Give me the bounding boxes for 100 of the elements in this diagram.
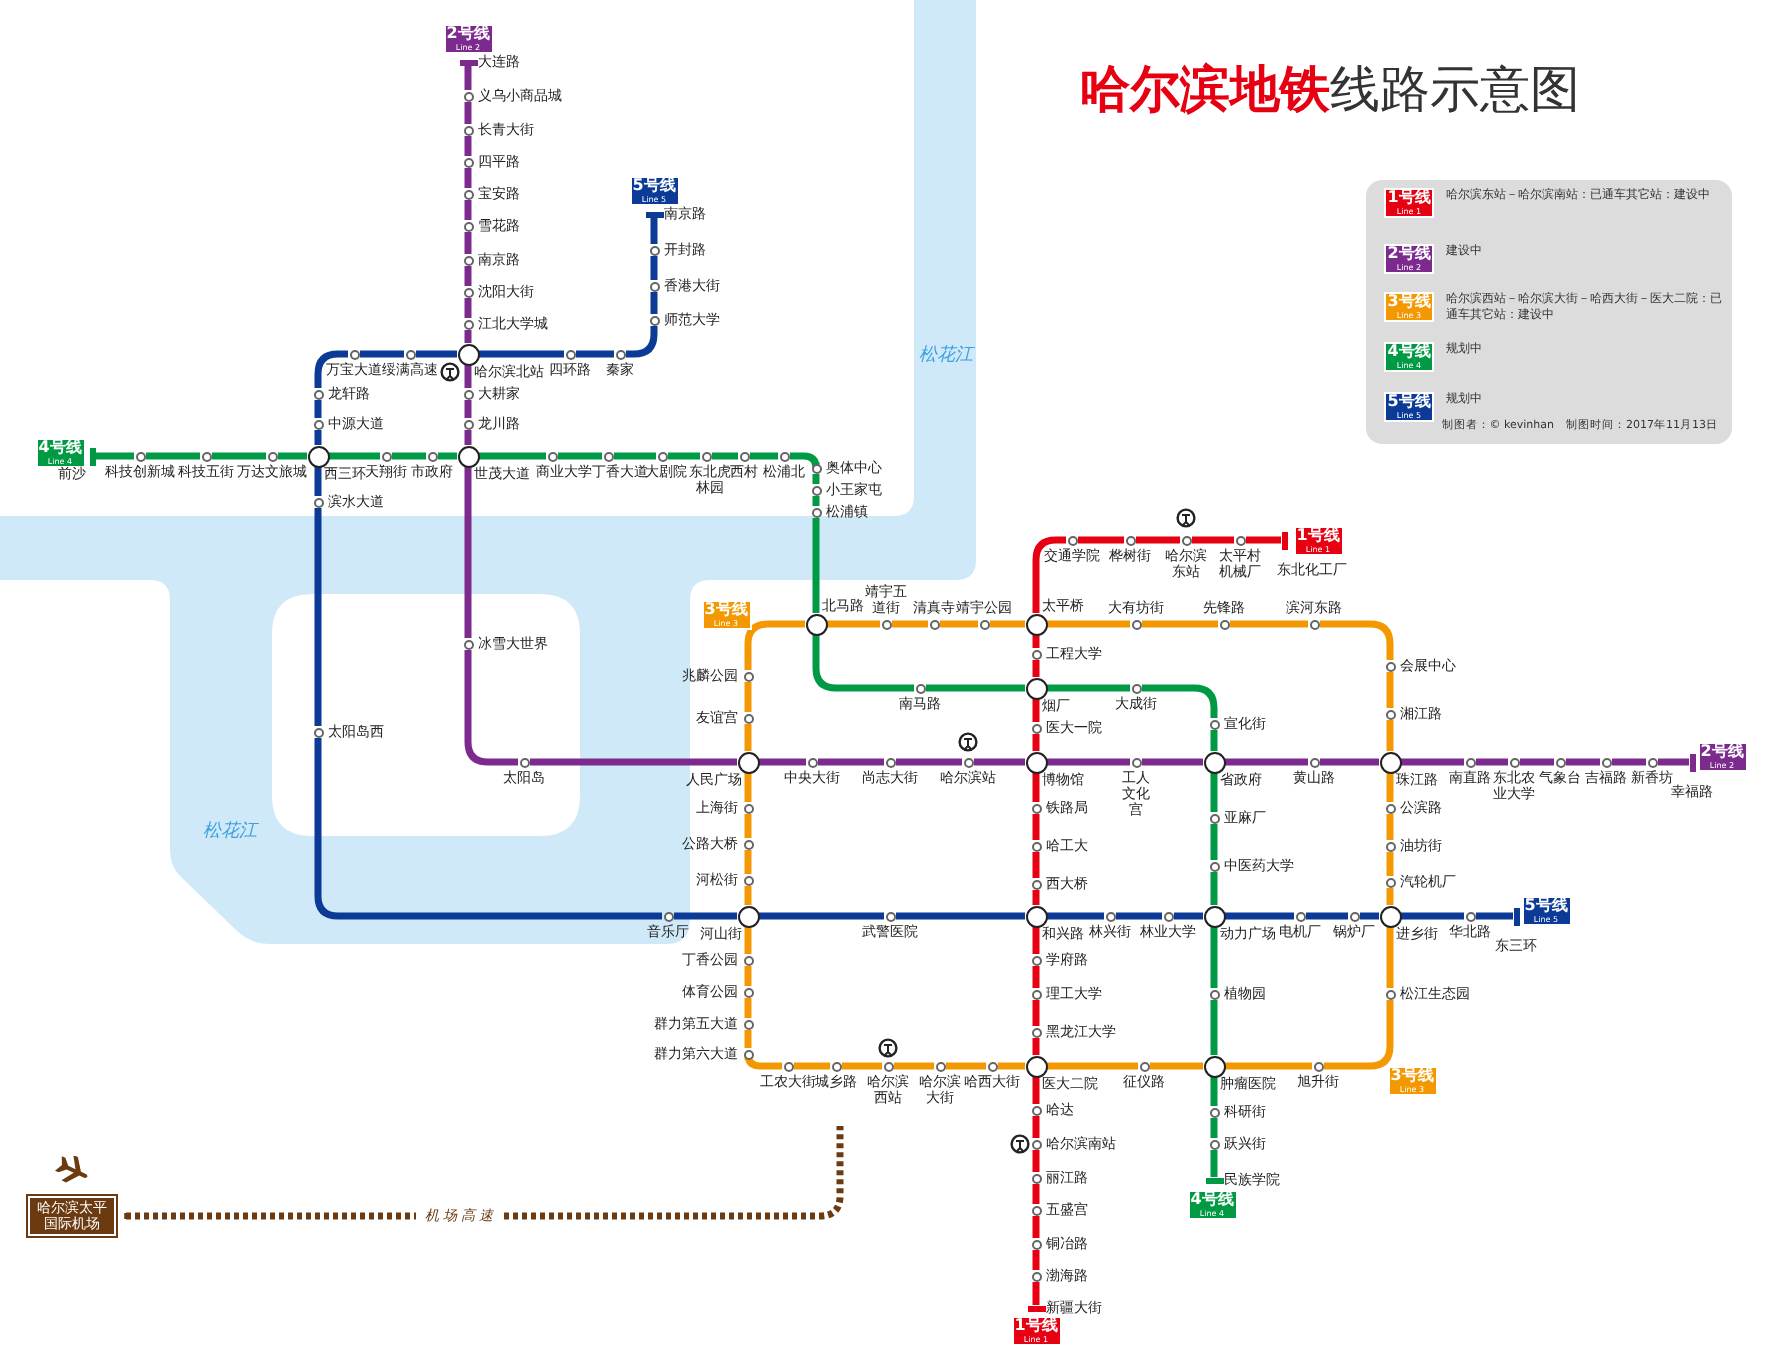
- metro-line-segment: [479, 452, 546, 460]
- station-dot: [811, 507, 821, 517]
- station-dot: [881, 619, 891, 629]
- station-dot: [979, 619, 989, 629]
- transfer-station-circle: [1025, 905, 1047, 927]
- metro-line-segment: [416, 350, 457, 358]
- transfer-station-circle: [737, 751, 759, 773]
- metro-line-segment: [712, 452, 738, 460]
- metro-line-segment: [314, 400, 322, 418]
- station-dot: [1031, 649, 1041, 659]
- station-dot: [1385, 989, 1395, 999]
- station-dot: [201, 451, 211, 461]
- metro-line-segment: [614, 452, 656, 460]
- metro-line-segment: [1032, 814, 1040, 840]
- metro-line-segment: [1306, 912, 1348, 920]
- station-dot: [463, 221, 473, 231]
- metro-line-segment: [1225, 1062, 1312, 1070]
- station-dot: [649, 315, 659, 325]
- metro-line-segment: [744, 620, 805, 670]
- station-dot: [701, 451, 711, 461]
- station-dot: [1313, 1061, 1323, 1071]
- metro-line-segment: [1174, 912, 1203, 920]
- station-dot: [1125, 535, 1135, 545]
- station-dot: [1209, 861, 1219, 871]
- station-dot: [811, 463, 821, 473]
- metro-line-segment: [1032, 890, 1040, 905]
- metro-line-segment: [744, 773, 752, 802]
- metro-line-segment: [360, 350, 404, 358]
- station-dot: [313, 389, 323, 399]
- transfer-station-circle: [1203, 1055, 1225, 1077]
- metro-line-segment: [464, 365, 472, 388]
- station-dot: [1031, 1027, 1041, 1037]
- metro-line-segment: [1032, 1184, 1040, 1204]
- metro-line-segment: [1612, 758, 1646, 766]
- metro-line-segment: [1386, 927, 1394, 988]
- station-dot: [663, 911, 673, 921]
- metro-line-segment: [464, 400, 472, 418]
- transfer-station-circle: [307, 445, 329, 467]
- station-dot: [1031, 1105, 1041, 1115]
- metro-line-segment: [744, 927, 752, 954]
- metro-line-segment: [744, 814, 752, 838]
- metro-line-segment: [668, 452, 700, 460]
- station-dot: [603, 451, 613, 461]
- station-dot: [1209, 813, 1219, 823]
- metro-line-segment: [1320, 758, 1379, 766]
- station-dot: [743, 987, 753, 997]
- station-dot: [739, 451, 749, 461]
- metro-line-segment: [812, 496, 820, 506]
- metro-line-segment: [314, 430, 322, 445]
- metro-line-segment: [1032, 699, 1040, 722]
- metro-line-segment: [1476, 912, 1513, 920]
- terminal-bar: [1689, 753, 1695, 771]
- metro-line-segment: [892, 620, 928, 628]
- metro-line-segment: [626, 326, 658, 358]
- metro-line-segment: [576, 350, 614, 358]
- station-dot: [1385, 661, 1395, 671]
- metro-line-segment: [744, 886, 752, 905]
- line-badge: [1293, 525, 1343, 555]
- metro-line-segment: [1386, 852, 1394, 876]
- station-dot: [1647, 757, 1657, 767]
- station-dot: [779, 451, 789, 461]
- metro-line-segment: [464, 102, 472, 124]
- metro-line-segment: [1401, 758, 1464, 766]
- station-dot: [1555, 757, 1565, 767]
- metro-line-segment: [1047, 912, 1104, 920]
- station-dot: [1031, 1205, 1041, 1215]
- station-dot: [381, 451, 391, 461]
- metro-line-segment: [464, 330, 472, 343]
- metro-line-segment: [464, 298, 472, 318]
- station-dot: [313, 419, 323, 429]
- metro-line-segment: [1324, 1000, 1394, 1070]
- metro-line-segment: [674, 912, 737, 920]
- station-dot: [463, 125, 473, 135]
- metro-line-segment: [558, 452, 602, 460]
- metro-line-segment: [464, 168, 472, 188]
- metro-line-segment: [812, 518, 820, 613]
- metro-line-segment: [1032, 1250, 1040, 1270]
- metro-line-segment: [1150, 1062, 1203, 1070]
- metro-line-segment: [650, 256, 658, 280]
- line-badge: [1697, 741, 1747, 771]
- transfer-station-circle: [1203, 751, 1225, 773]
- metro-line-segment: [812, 635, 914, 692]
- transfer-station-circle: [1203, 905, 1225, 927]
- metro-line-segment: [1246, 536, 1281, 544]
- terminal-bar: [89, 447, 95, 465]
- metro-line-segment: [1210, 730, 1218, 751]
- metro-line-segment: [1032, 1150, 1040, 1172]
- station-dot: [935, 1061, 945, 1071]
- metro-line-segment: [464, 200, 472, 220]
- metro-line-segment: [990, 620, 1025, 628]
- airport-box: [28, 1196, 116, 1236]
- transfer-station-circle: [457, 343, 479, 365]
- metro-line-segment: [1032, 660, 1040, 677]
- station-dot: [649, 281, 659, 291]
- station-dot: [831, 1061, 841, 1071]
- terminal-bar: [459, 59, 477, 65]
- station-dot: [649, 245, 659, 255]
- station-dot: [883, 1061, 893, 1071]
- metro-line-segment: [1116, 912, 1162, 920]
- river-label: 松花江: [919, 346, 973, 366]
